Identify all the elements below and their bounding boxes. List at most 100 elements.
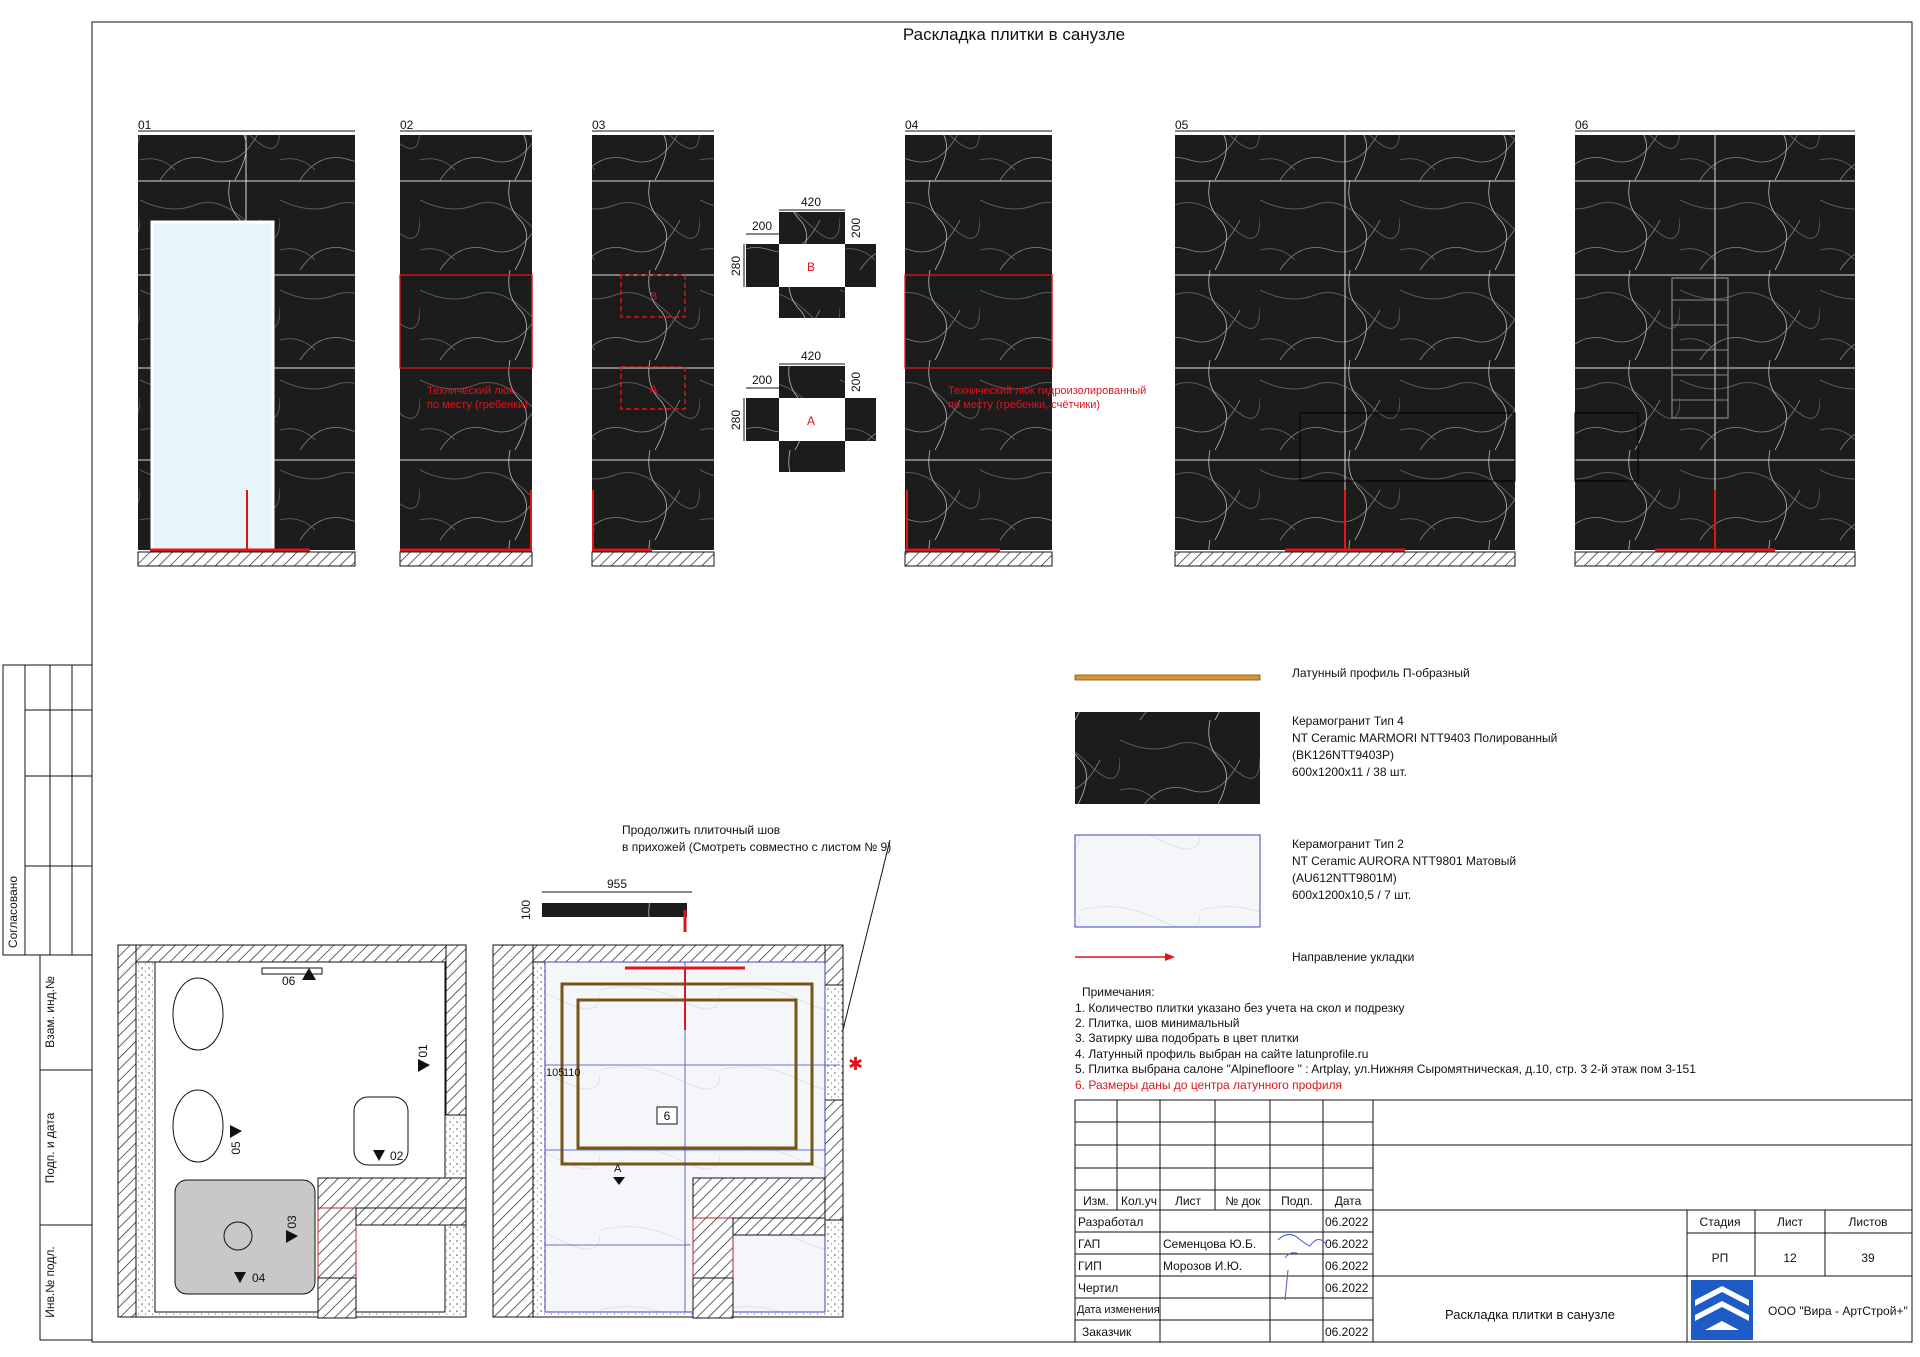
tile-type2-swatch [1074,834,1261,928]
svg-text:Чертил: Чертил [1078,1281,1118,1295]
svg-text:600х1200х10,5 / 7 шт.: 600х1200х10,5 / 7 шт. [1292,888,1411,902]
svg-text:Примечания:: Примечания: [1082,985,1155,999]
svg-text:105: 105 [546,1067,564,1079]
svg-text:Дата: Дата [1335,1194,1362,1208]
svg-text:Лист: Лист [1175,1194,1202,1208]
tile-type4-swatch [1075,712,1260,804]
svg-text:280: 280 [729,256,743,276]
svg-text:04: 04 [252,1271,266,1285]
svg-text:06.2022: 06.2022 [1325,1259,1369,1273]
svg-text:03: 03 [285,1215,299,1229]
svg-text:06.2022: 06.2022 [1325,1281,1369,1295]
svg-text:Семенцова Ю.Б.: Семенцова Ю.Б. [1163,1237,1256,1251]
svg-text:6. Размеры даны до центра лату: 6. Размеры даны до центра латунного проф… [1075,1078,1342,1092]
svg-text:Лист: Лист [1777,1215,1804,1229]
wall-label: 05 [1175,118,1189,132]
svg-text:200: 200 [849,372,863,392]
svg-text:Разработал: Разработал [1078,1215,1143,1229]
side-stamp: Согласовано Взам. инд.№ Подп. и дата Инв… [2,664,93,1341]
svg-text:Морозов И.Ю.: Морозов И.Ю. [1163,1259,1242,1273]
svg-text:5. Плитка выбрана салоне "Alpi: 5. Плитка выбрана салоне "Alpinefloore "… [1075,1062,1696,1076]
svg-text:№ док: № док [1225,1194,1261,1208]
svg-text:200: 200 [849,218,863,238]
notes: Примечания: 1. Количество плитки указано… [1075,985,1696,1092]
tech-hatch-outline [399,274,533,369]
hatch-detail-a: 420 A 200 280 200 [729,349,876,472]
svg-text:600х1200х11 / 38 шт.: 600х1200х11 / 38 шт. [1292,765,1407,779]
shower-tray [174,1179,316,1295]
svg-text:B: B [807,260,815,274]
wall-label: 04 [905,118,919,132]
svg-text:06.2022: 06.2022 [1325,1325,1369,1339]
svg-text:3. Затирку шва подобрать в цве: 3. Затирку шва подобрать в цвет плитки [1075,1031,1299,1045]
wall-label: 06 [1575,118,1589,132]
sheet-title: Раскладка плитки в санузле [903,25,1125,44]
svg-text:Подп.: Подп. [1281,1194,1313,1208]
svg-text:NT Ceramic MARMORI NTT9403 Пол: NT Ceramic MARMORI NTT9403 Полированный [1292,731,1557,745]
wall-elevation-06: 06 [1574,118,1856,567]
signature [1277,1234,1327,1301]
svg-text:ГИП: ГИП [1078,1259,1102,1273]
svg-text:Подп. и дата: Подп. и дата [43,1112,57,1183]
hatch-a-label: A [650,384,658,396]
svg-text:1. Количество плитки указано б: 1. Количество плитки указано без учета н… [1075,1001,1405,1015]
drawing-name: Раскладка плитки в санузле [1445,1307,1615,1322]
svg-text:4. Латунный профиль выбран на: 4. Латунный профиль выбран на сайте latu… [1075,1047,1368,1061]
svg-text:Взам. инд.№: Взам. инд.№ [43,976,57,1048]
tech-hatch-note: Технический люк [427,385,514,397]
svg-text:02: 02 [390,1149,404,1163]
svg-text:(AU612NTT9801M): (AU612NTT9801M) [1292,871,1397,885]
callout-note: Продолжить плиточный шов [622,823,780,837]
zone-label: 6 [664,1109,671,1123]
svg-text:06: 06 [282,974,296,988]
svg-text:12: 12 [1783,1251,1797,1265]
svg-text:ГАП: ГАП [1078,1237,1100,1251]
toilet [353,1096,409,1166]
svg-text:Дата изменения: Дата изменения [1077,1304,1160,1316]
floor-plan-tiling: Продолжить плиточный шов в прихожей (Смо… [492,823,891,1319]
svg-text:Согласовано: Согласовано [6,876,20,948]
svg-text:06.2022: 06.2022 [1325,1215,1369,1229]
svg-text:Заказчик: Заказчик [1082,1325,1132,1339]
svg-text:420: 420 [801,349,821,363]
hatch-b-label: B [650,291,657,303]
svg-text:280: 280 [729,410,743,430]
svg-text:110: 110 [563,1067,581,1079]
svg-text:Стадия: Стадия [1700,1215,1741,1229]
svg-text:2. Плитка, шов минимальный: 2. Плитка, шов минимальный [1075,1016,1239,1030]
brass-profile-swatch [1074,674,1261,681]
svg-text:Кол.уч: Кол.уч [1121,1194,1157,1208]
tech-hatch-note: по месту (гребенки) [427,399,528,411]
svg-text:A: A [807,414,815,428]
seam-marker: ✱ [848,1054,863,1074]
svg-text:Изм.: Изм. [1083,1194,1109,1208]
towel-rail [1671,277,1729,419]
callout-note: в прихожей (Смотреть совместно с листом … [622,840,891,854]
floor-plan-fixtures: 06 01 05 02 03 04 [117,944,467,1319]
wall-label: 01 [138,118,152,132]
sink-lower [172,1089,224,1163]
title-block: Изм. Кол.уч Лист № док Подп. Дата Разраб… [1074,1099,1913,1343]
svg-text:(BK126NTT9403P): (BK126NTT9403P) [1292,748,1394,762]
legend: Латунный профиль П-образный Керамогранит… [1074,666,1557,964]
svg-text:420: 420 [801,195,821,209]
door-opening [150,220,275,552]
svg-text:NT Ceramic AURORA NTT9801 Мато: NT Ceramic AURORA NTT9801 Матовый [1292,854,1516,868]
svg-text:200: 200 [752,219,772,233]
wall-elevation-02: 02 Технический люк по месту (гребенки) [399,118,533,567]
svg-text:200: 200 [752,373,772,387]
svg-text:05: 05 [229,1141,243,1155]
svg-text:Латунный профиль П-образный: Латунный профиль П-образный [1292,666,1470,680]
svg-text:Керамогранит Тип 4: Керамогранит Тип 4 [1292,714,1404,728]
svg-text:Направление укладки: Направление укладки [1292,950,1414,964]
wall-elevation-05: 05 [1174,118,1516,567]
company-name: ООО "Вира - АртСтрой+" [1768,1304,1908,1318]
sink-upper [172,977,224,1051]
wall-elevation-04: 04 Технический люк гидроизолированный по… [904,118,1146,567]
tech-hatch-note: Технический люк гидроизолированный [948,385,1146,397]
svg-text:100: 100 [519,900,533,920]
svg-text:01: 01 [416,1044,430,1058]
hatch-detail-b: 420 B 200 280 200 [729,195,876,318]
svg-text:Листов: Листов [1849,1215,1888,1229]
